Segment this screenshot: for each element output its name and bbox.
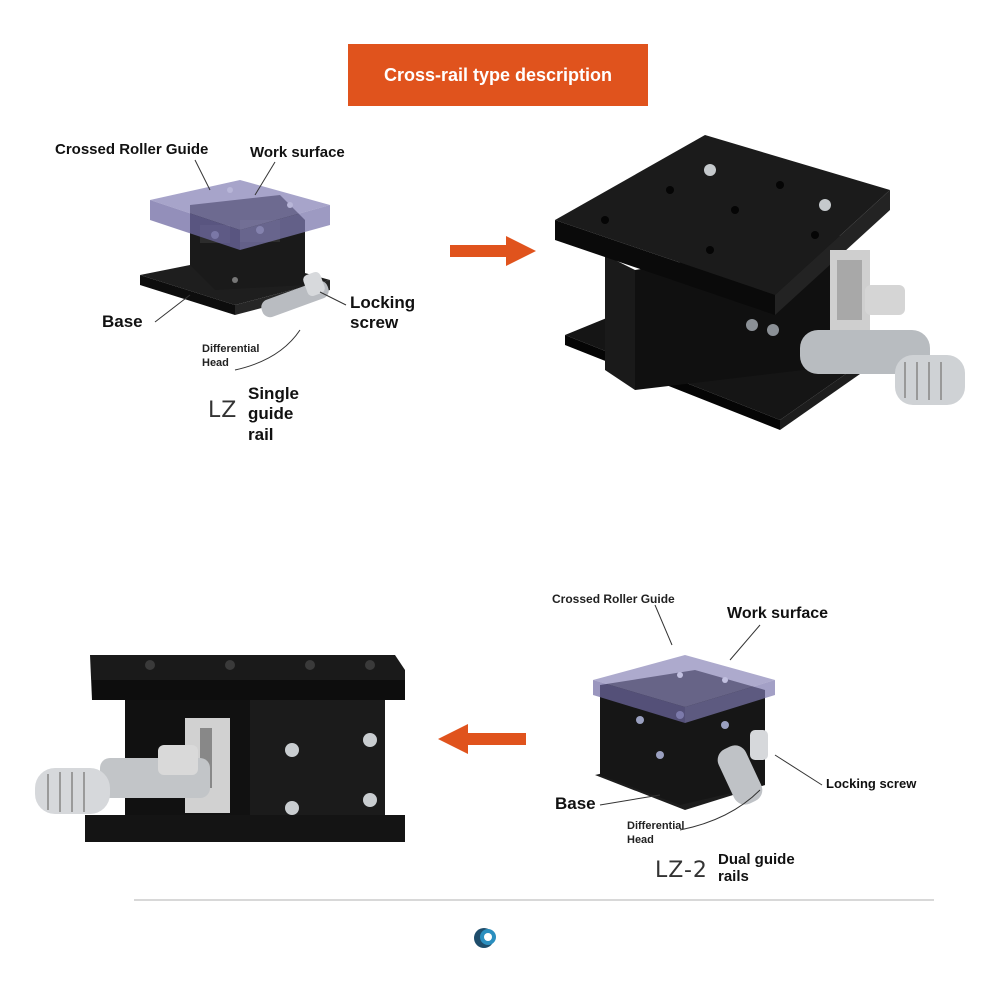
label-locking-line1: Locking — [350, 293, 416, 312]
arrow-right-icon — [450, 236, 536, 266]
label-differential-line2: Head — [202, 356, 229, 369]
label-differential-head-2: Differential Head — [627, 820, 684, 848]
model-lz-desc-line3: rail — [248, 424, 274, 444]
label-locking-screw-2: Locking screw — [826, 776, 917, 791]
label-differential2-line1: Differential — [627, 820, 685, 832]
lz2-stage-photo — [35, 655, 405, 842]
model-lz-2-description: Dual guide rails — [718, 851, 795, 886]
section-title-banner: Cross-rail type description — [348, 44, 648, 106]
label-differential2-line2: Head — [627, 833, 654, 846]
model-lz2-desc-line1: Dual guide — [718, 851, 795, 868]
section-title: Cross-rail type description — [383, 64, 613, 85]
arrow-left-icon — [438, 724, 526, 754]
label-work-surface: Work surface — [250, 144, 345, 161]
model-lz-desc-line1: Single — [248, 384, 300, 403]
lz-exploded-diagram — [140, 180, 330, 318]
label-locking-line2: screw — [350, 313, 399, 333]
circle-logo-icon — [474, 928, 496, 948]
lz2-exploded-diagram — [593, 655, 775, 810]
label-base: Base — [102, 312, 143, 331]
lz-stage-photo — [555, 135, 965, 430]
model-lz-description: Single guide rail — [248, 384, 299, 445]
label-crossed-roller-guide: Crossed Roller Guide — [55, 141, 209, 158]
model-lz-desc-line2: guide — [248, 404, 294, 424]
label-work-surface-2: Work surface — [727, 605, 829, 622]
model-lz-2: LZ-2 — [655, 858, 708, 883]
label-base-2: Base — [555, 794, 596, 813]
label-differential-line1: Differential — [202, 343, 260, 355]
label-locking-screw: Locking screw — [350, 293, 415, 334]
label-differential-head: Differential Head — [202, 343, 259, 371]
label-crossed-roller-guide-2: Crossed Roller Guide — [552, 592, 675, 606]
model-lz2-desc-line2: rails — [718, 868, 749, 886]
footer-divider — [134, 899, 934, 901]
model-lz: LZ — [208, 398, 238, 423]
